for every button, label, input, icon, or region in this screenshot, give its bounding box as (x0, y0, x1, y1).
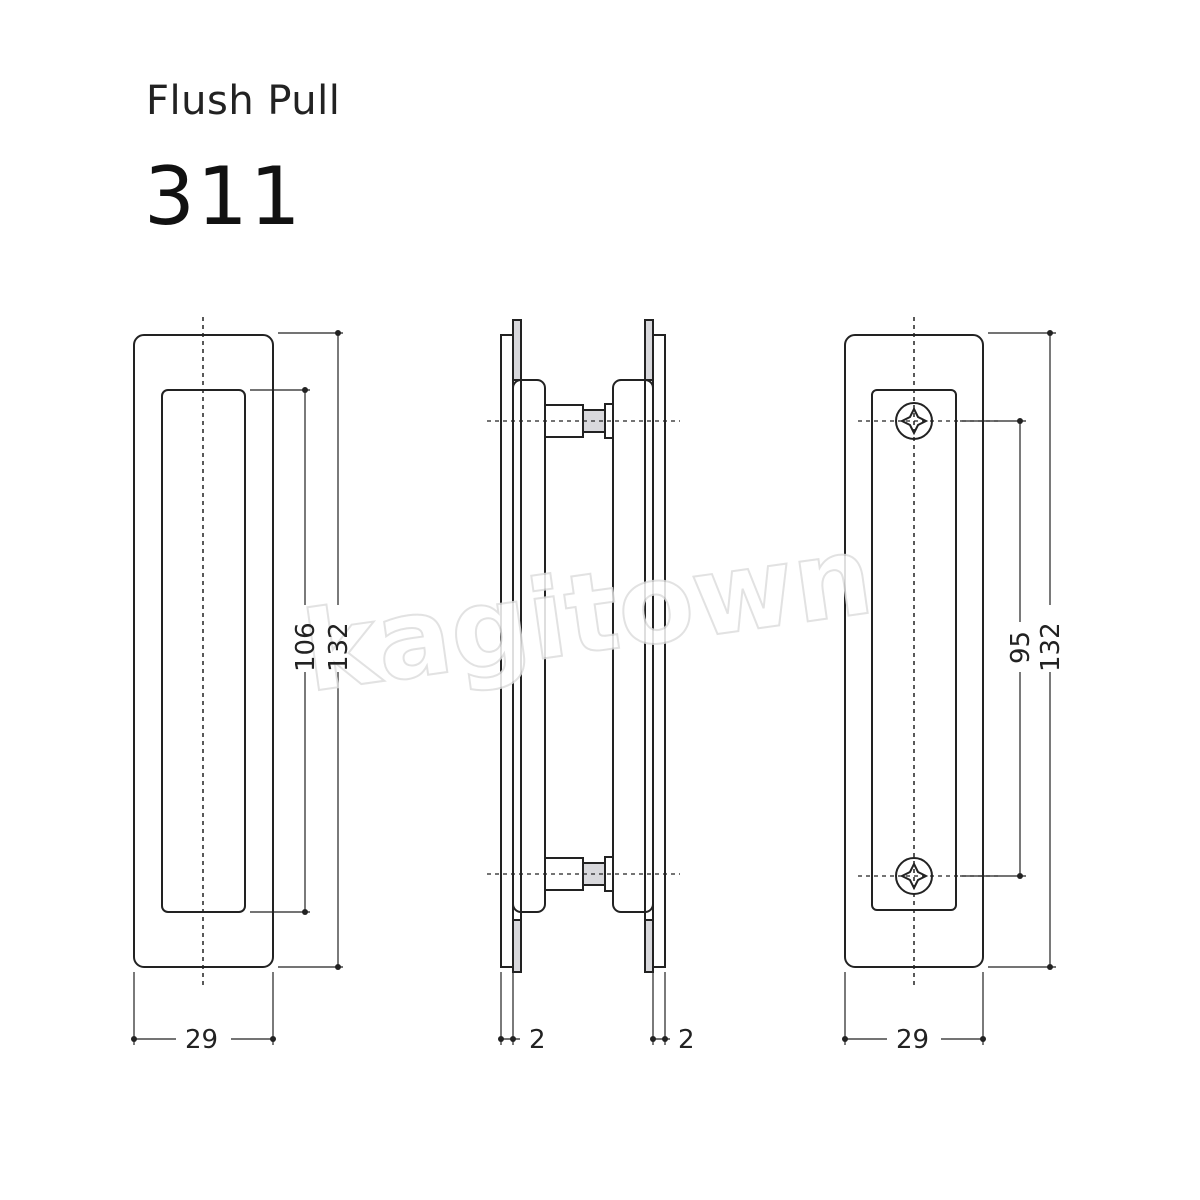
side-right-body (612, 379, 654, 913)
dim-front-inner-height: 106 (291, 622, 321, 672)
dim-side-left-plate: 2 (529, 1025, 546, 1055)
front-view (133, 317, 274, 985)
side-left-top-tab (512, 319, 522, 381)
dim-back-outer-height: 132 (1036, 622, 1066, 672)
dim-front-outer-height: 132 (324, 622, 354, 672)
dim-front-width: 29 (185, 1025, 218, 1055)
side-dimension-lines (500, 972, 670, 1045)
bottom-screw-icon (895, 857, 933, 895)
dim-back-width: 29 (896, 1025, 929, 1055)
model-number: 311 (144, 150, 303, 243)
back-dimension-lines (844, 332, 1056, 1045)
side-left-bottom-tab (512, 919, 522, 973)
top-screw-icon (895, 402, 933, 440)
watermark-text: kagitown (296, 511, 880, 717)
front-recess (161, 389, 246, 913)
dimension-dots (131, 330, 1053, 1042)
product-type-title: Flush Pull (146, 78, 341, 124)
dim-back-screw-pitch: 95 (1006, 631, 1036, 664)
side-view (487, 319, 680, 973)
side-left-body (512, 379, 546, 913)
side-right-top-tab (644, 319, 654, 381)
side-right-bottom-tab (644, 919, 654, 973)
dim-side-right-plate: 2 (678, 1025, 695, 1055)
front-dimension-lines (133, 332, 343, 1045)
back-view (844, 317, 1000, 985)
